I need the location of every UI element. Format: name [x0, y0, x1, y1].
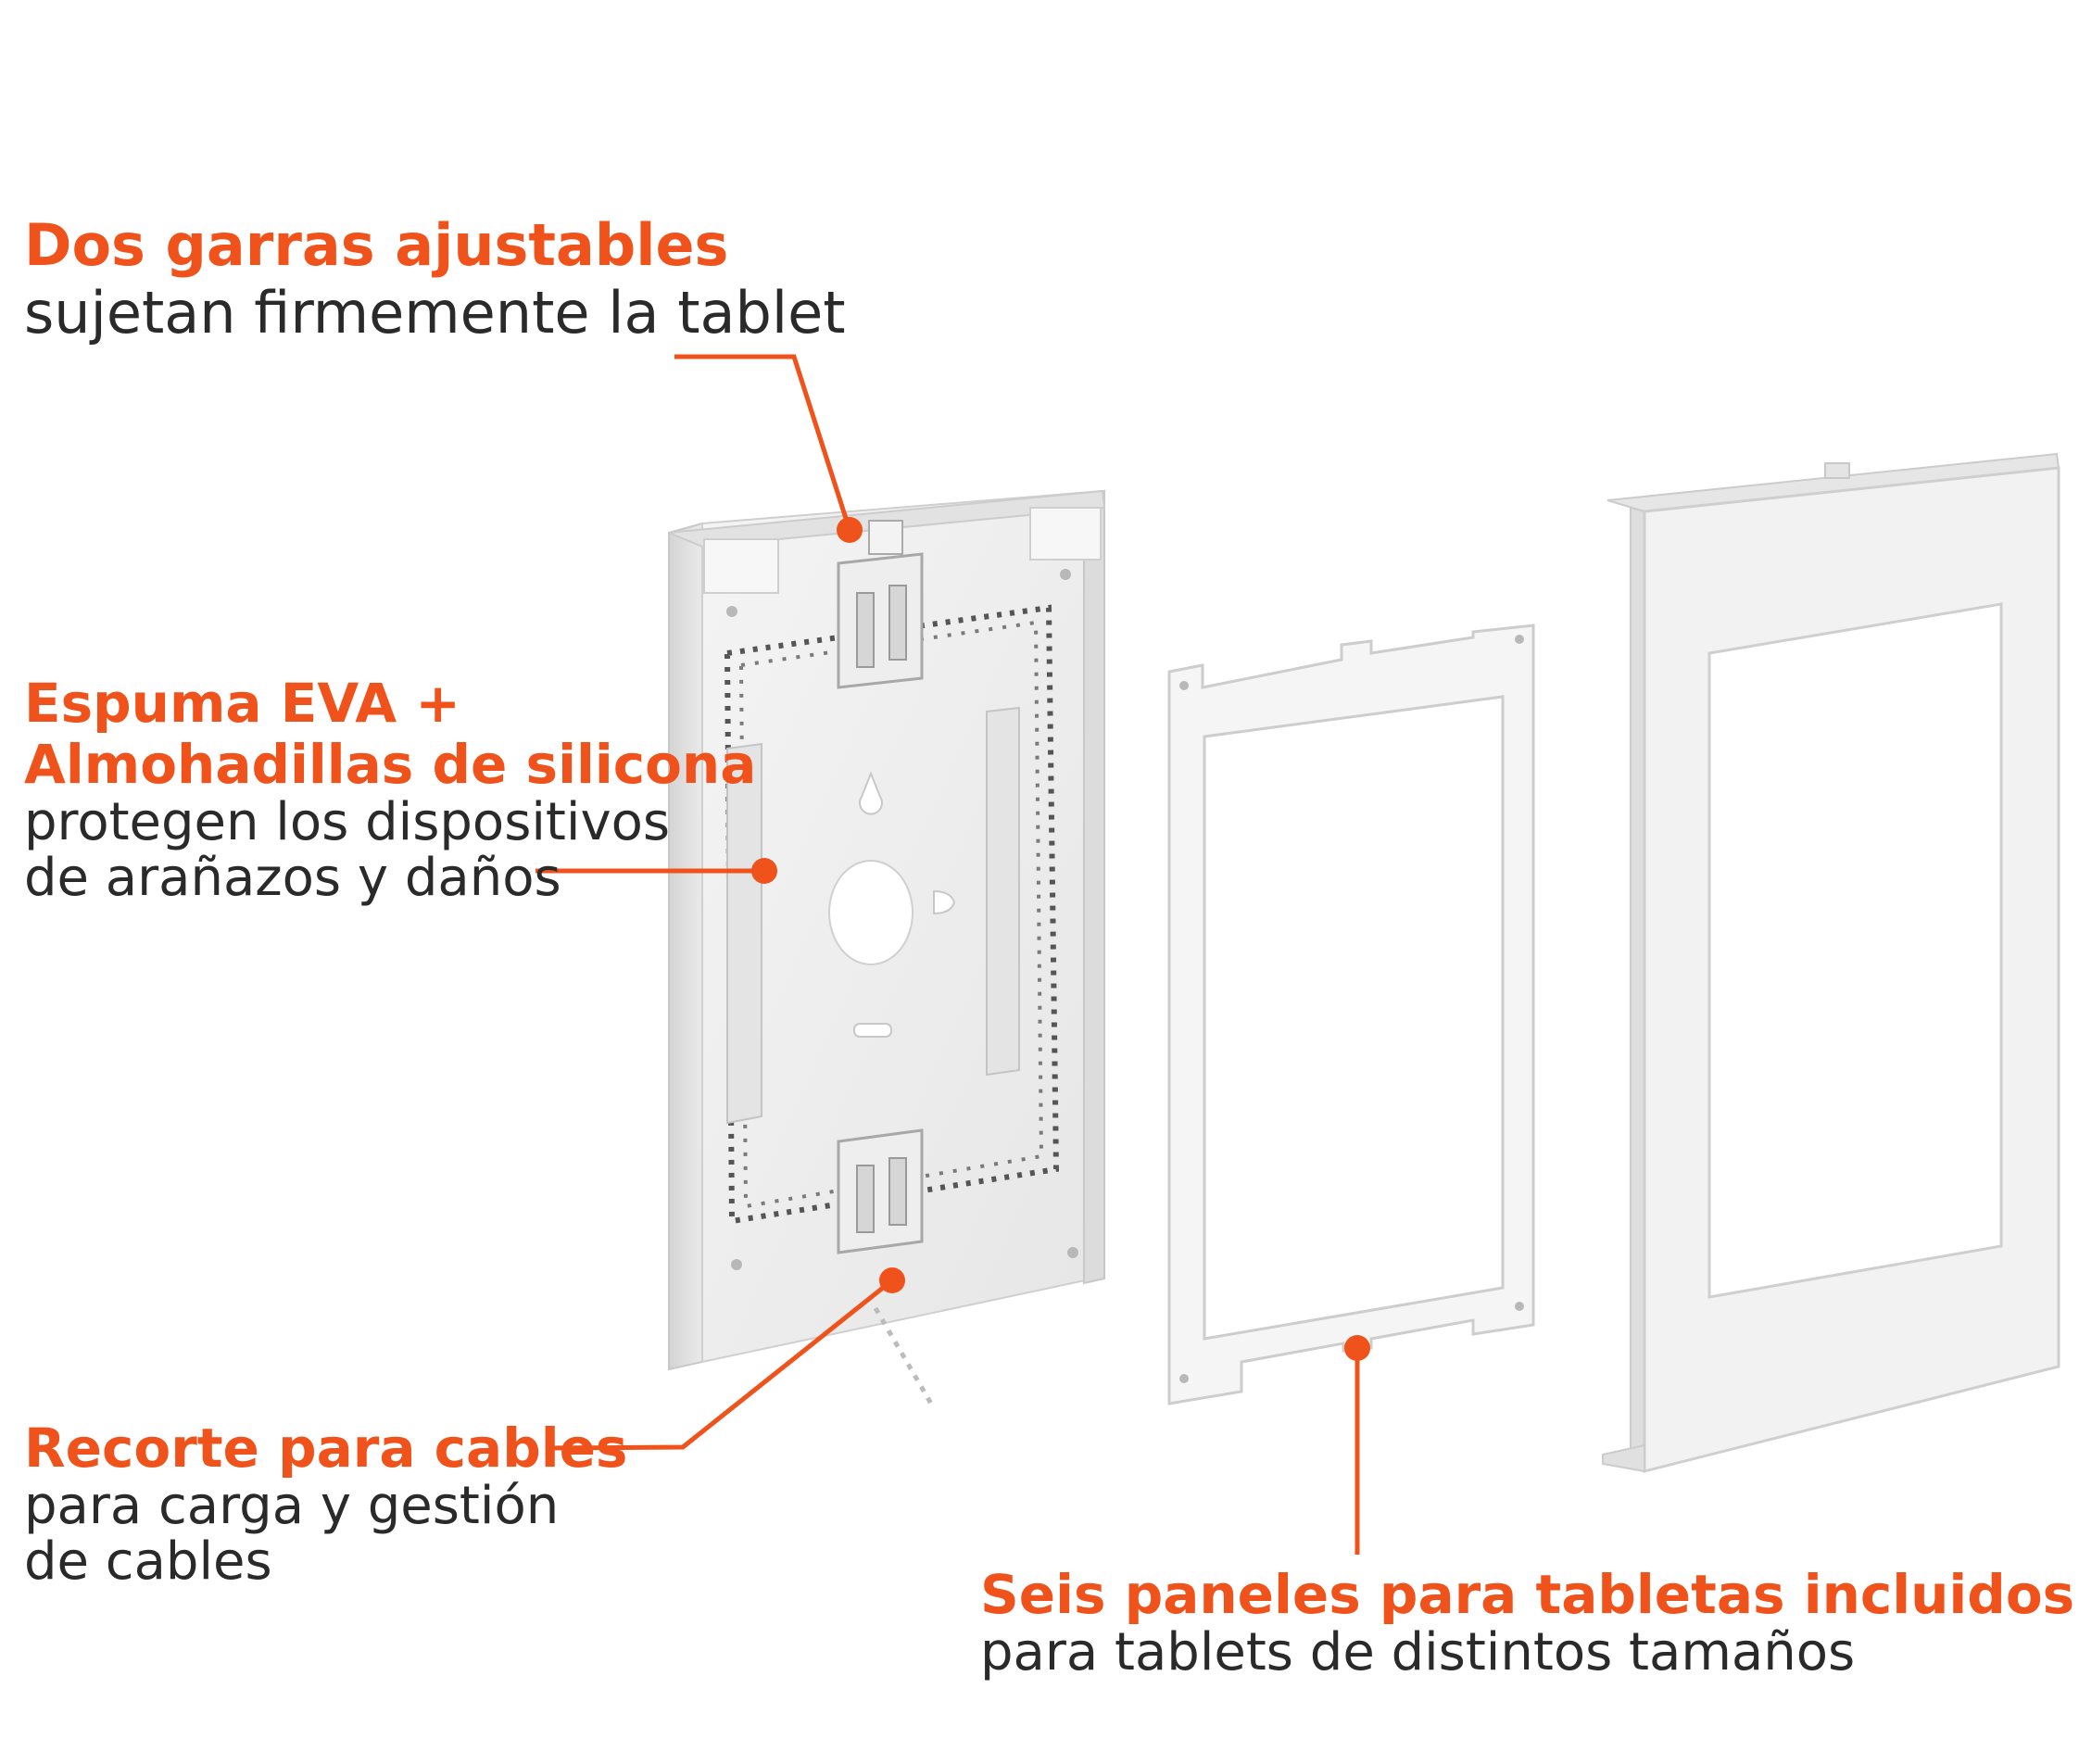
silicone-pad-left	[726, 742, 762, 1125]
callout-text-line2: de arañazos y daños	[24, 848, 561, 908]
screw-icon	[1060, 569, 1071, 580]
callout-title-line1: Espuma EVA +	[24, 672, 460, 735]
screw-icon	[726, 606, 737, 617]
center-mounting-hole	[828, 860, 914, 965]
callout-text-line1: para carga y gestión	[24, 1476, 560, 1536]
claw-top	[837, 520, 924, 689]
screw-icon	[1179, 681, 1189, 690]
front-cover-top-tab	[1824, 462, 1850, 479]
front-cover-bottom-lip	[1602, 1443, 1645, 1473]
back-plate-right-wall	[1083, 489, 1105, 1285]
claw-bottom	[837, 1128, 924, 1254]
callout-text-line2: de cables	[24, 1531, 272, 1592]
keyhole-top	[859, 771, 883, 815]
screw-icon	[731, 1259, 742, 1270]
silicone-pad-right	[986, 706, 1020, 1077]
callout-adjustable-claws: Dos garras ajustables sujetan firmemente…	[24, 213, 846, 348]
screw-icon	[1067, 1247, 1078, 1258]
back-plate-top-rim	[668, 489, 1106, 548]
front-cover-frame	[1602, 452, 2060, 1473]
callout-text: sujetan firmemente la tablet	[24, 279, 846, 346]
adapter-panel-frame	[1167, 624, 1535, 1405]
callout-title: Seis paneles para tabletas incluidos	[980, 1563, 2075, 1626]
callout-title: Dos garras ajustables	[24, 211, 729, 279]
callout-title: Recorte para cables	[24, 1417, 628, 1480]
callout-six-panels: Seis paneles para tabletas incluidos par…	[980, 1564, 2074, 1681]
leader-dot-foam	[751, 858, 777, 884]
leader-cable	[546, 1279, 894, 1451]
leader-dots	[751, 517, 1370, 1361]
cable-exit	[873, 1306, 934, 1405]
callout-cable-cutout: Recorte para cables para carga y gestión…	[24, 1418, 627, 1590]
front-cover-face	[1643, 466, 2060, 1473]
screw-icon	[1515, 1302, 1524, 1311]
back-plate-housing	[668, 489, 1106, 1405]
adapter-panel-shape	[1167, 624, 1535, 1405]
leader-dot-panels	[1344, 1335, 1370, 1361]
callout-eva-foam: Espuma EVA + Almohadillas de silicona pr…	[24, 673, 756, 906]
corner-block-left	[703, 538, 779, 594]
callout-text-line1: protegen los dispositivos	[24, 792, 671, 852]
screw-icon	[1515, 635, 1524, 644]
back-plate-side-wall	[668, 522, 703, 1371]
callout-title-line2: Almohadillas de silicona	[24, 733, 757, 796]
leader-dot-claws	[837, 517, 863, 543]
leader-dot-cable	[879, 1267, 905, 1293]
slot-bottom	[853, 1023, 892, 1038]
leader-claws	[674, 354, 852, 531]
corner-block-right	[1029, 507, 1102, 561]
callout-text: para tablets de distintos tamaños	[980, 1622, 1856, 1682]
front-cover-left-edge	[1630, 506, 1645, 1473]
keyhole-right	[933, 889, 956, 915]
leader-lines	[536, 354, 1360, 1555]
screw-icon	[1179, 1374, 1189, 1383]
